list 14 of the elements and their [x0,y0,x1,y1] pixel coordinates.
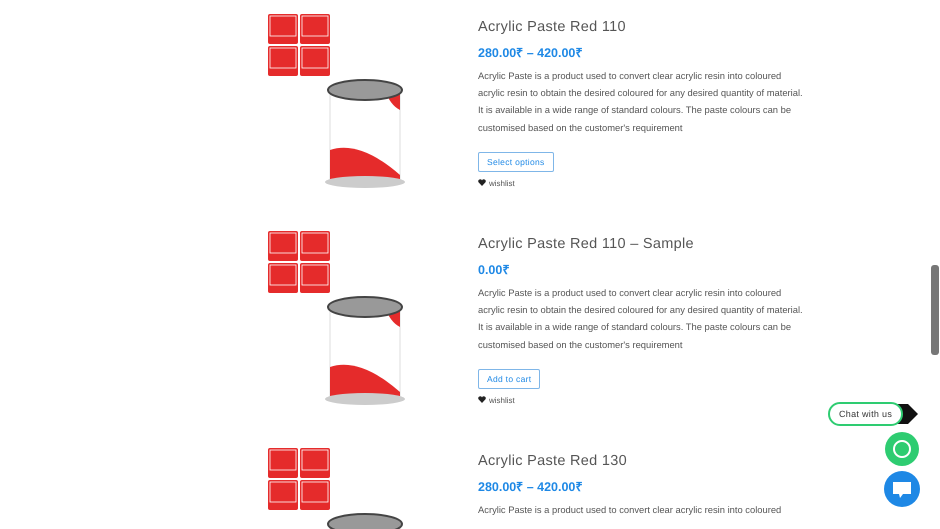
product-title: Acrylic Paste Red 130 [478,453,627,469]
product-description: Acrylic Paste is a product used to convert clear acrylic resin into coloured acrylic resin to obtain the desired coloured for any desired quantity of material. It is available in a wide range of standard colours. The paste colours can be customised based on the customer's requirement [478,286,804,352]
wishlist-link: wishlist [489,396,515,405]
wishlist-link: wishlist [489,179,515,188]
button: Select options [478,152,554,172]
product-title: Acrylic Paste Red 110 – Sample [478,236,694,252]
product-description: Acrylic Paste is a product used to convert clear acrylic resin into coloured [478,503,782,517]
button: Add to cart [478,369,540,389]
product-description: Acrylic Paste is a product used to convert clear acrylic resin into coloured acrylic resin to obtain the desired coloured for any desired quantity of material. It is available in a wide range of standard colours. The paste colours can be customised based on the customer's requirement [478,69,804,135]
price: 280.00₹ – 420.00₹ [478,479,582,495]
chat-button: Chat with us [828,402,904,426]
price: 0.00₹ [478,262,510,278]
product-title: Acrylic Paste Red 110 [478,19,626,35]
price: 280.00₹ – 420.00₹ [478,45,582,61]
